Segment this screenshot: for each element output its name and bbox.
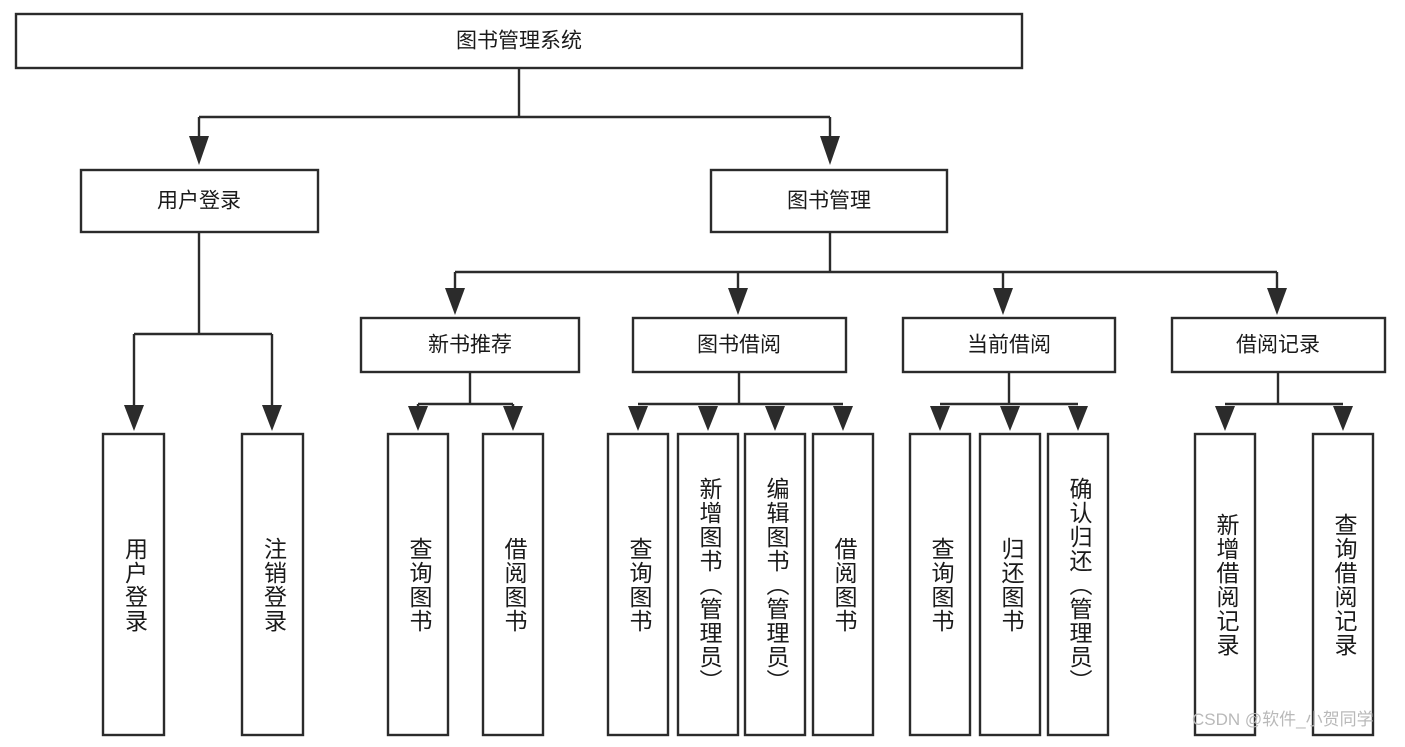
connector-group-new-books: [408, 372, 523, 431]
arrow-borrow-leaf-4: [833, 406, 853, 431]
node-user-login-label: 用户登录: [157, 190, 241, 213]
arrow-borrow-leaf-1: [628, 406, 648, 431]
arrow-new-books-leaf-2: [503, 406, 523, 431]
arrow-root-to-book-mgmt: [820, 136, 840, 165]
leaf-box-query-book-new[interactable]: [386, 432, 450, 737]
leaf-box-confirm-return-admin[interactable]: [1046, 432, 1110, 737]
leaf-label-add-borrow-record: 新增借阅记录: [1212, 512, 1239, 657]
arrow-current-leaf-3: [1068, 406, 1088, 431]
connector-group-root: [189, 68, 840, 165]
leaf-label-query-borrow-record: 查询借阅记录: [1330, 512, 1357, 657]
leaf-label-confirm-return-admin: 确认归还（管理员）: [1065, 476, 1092, 693]
node-borrow-records-label-box[interactable]: [1170, 316, 1387, 374]
arrow-book-mgmt-to-borrow: [728, 288, 748, 315]
connector-group-current: [930, 372, 1088, 431]
arrow-user-login-leaf-1: [124, 405, 144, 431]
node-book-borrow-box[interactable]: [631, 316, 848, 374]
leaf-label-return-book: 归还图书: [997, 536, 1024, 633]
leaf-box-return-book[interactable]: [978, 432, 1042, 737]
leaf-label-user-login: 用户登录: [121, 536, 148, 633]
node-book-management-label: 图书管理: [787, 190, 871, 213]
arrow-book-mgmt-to-new-books: [445, 288, 465, 315]
connector-group-user-login: [124, 232, 282, 431]
node-book-borrow-label: 图书借阅: [697, 334, 781, 357]
leaf-box-borrow-book[interactable]: [811, 432, 875, 737]
node-root-label: 图书管理系统: [456, 30, 582, 53]
arrow-new-books-leaf-1: [408, 406, 428, 431]
node-book-borrow[interactable]: 图书借阅: [631, 316, 848, 374]
node-current-borrow[interactable]: 当前借阅: [901, 316, 1117, 374]
leaf-label-query-book-new: 查询图书: [405, 536, 432, 633]
leaf-box-edit-book-admin[interactable]: [743, 432, 807, 737]
arrow-book-mgmt-to-records: [1267, 288, 1287, 315]
leaf-label-add-book-admin: 新增图书（管理员）: [695, 476, 722, 693]
leaf-box-borrow-book-new[interactable]: [481, 432, 545, 737]
node-user-login[interactable]: 用户登录: [79, 168, 320, 234]
arrow-borrow-leaf-3: [765, 406, 785, 431]
arrow-current-leaf-2: [1000, 406, 1020, 431]
arrow-user-login-leaf-2: [262, 405, 282, 431]
connector-group-borrow: [628, 372, 853, 431]
leaf-label-query-book-current: 查询图书: [927, 536, 954, 633]
node-user-login-box[interactable]: [79, 168, 320, 234]
connector-group-book-mgmt: [445, 232, 1287, 315]
node-book-management[interactable]: 图书管理: [709, 168, 949, 234]
leaf-box-add-borrow-record[interactable]: [1193, 432, 1257, 737]
watermark-text: CSDN @软件_小贺同学: [1192, 710, 1374, 729]
leaf-label-edit-book-admin: 编辑图书（管理员）: [762, 476, 789, 693]
leaf-boxes-group: [101, 432, 1375, 737]
leaf-label-borrow-book: 借阅图书: [830, 536, 857, 633]
arrow-current-leaf-1: [930, 406, 950, 431]
node-borrow-records-label: 借阅记录: [1236, 334, 1320, 357]
arrow-borrow-leaf-2: [698, 406, 718, 431]
arrow-records-leaf-1: [1215, 406, 1235, 431]
node-root[interactable]: 图书管理系统: [14, 12, 1024, 70]
node-root-box[interactable]: [14, 12, 1024, 70]
leaf-box-user-login[interactable]: [101, 432, 166, 737]
leaf-box-query-borrow-record[interactable]: [1311, 432, 1375, 737]
arrow-root-to-user-login: [189, 136, 209, 165]
connector-group-records: [1215, 372, 1353, 431]
node-current-borrow-label: 当前借阅: [967, 334, 1051, 357]
leaf-label-borrow-book-new: 借阅图书: [500, 536, 527, 633]
leaf-box-query-book-current[interactable]: [908, 432, 972, 737]
arrow-book-mgmt-to-current: [993, 288, 1013, 315]
arrow-records-leaf-2: [1333, 406, 1353, 431]
node-new-book-recommend[interactable]: 新书推荐: [359, 316, 581, 374]
node-new-book-recommend-label: 新书推荐: [428, 334, 512, 357]
leaf-box-logout[interactable]: [240, 432, 305, 737]
leaf-box-query-book-borrow[interactable]: [606, 432, 670, 737]
node-new-book-recommend-box[interactable]: [359, 316, 581, 374]
leaf-label-logout: 注销登录: [260, 536, 287, 633]
node-current-borrow-box[interactable]: [901, 316, 1117, 374]
leaf-label-query-book-borrow: 查询图书: [625, 536, 652, 633]
leaf-box-add-book-admin[interactable]: [676, 432, 740, 737]
node-borrow-records[interactable]: 借阅记录: [1170, 316, 1387, 374]
node-book-management-box[interactable]: [709, 168, 949, 234]
